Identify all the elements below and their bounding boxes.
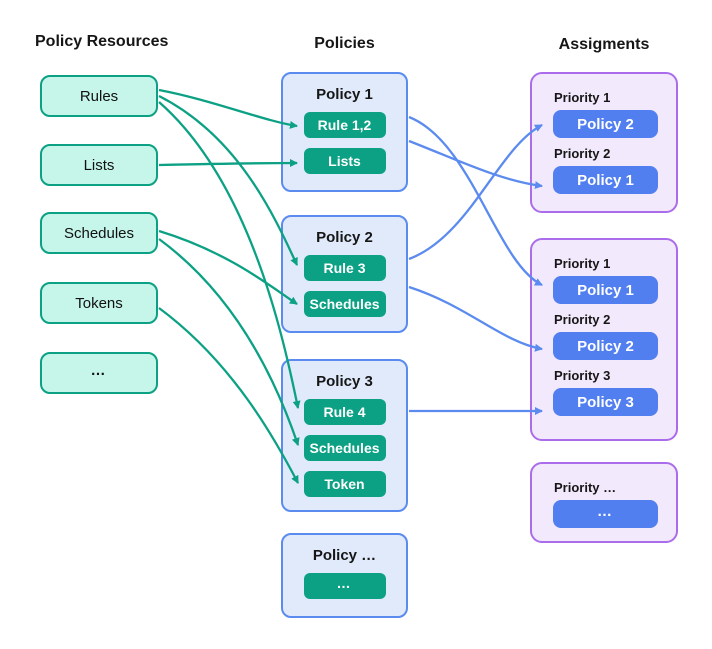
arrow-lists-to-policy1-lists: [158, 159, 298, 168]
priority-label: Priority 3: [554, 368, 611, 383]
arrow-rules-to-policy2-rule3: [158, 94, 299, 266]
assignment-box-2: Priority 1 Policy 1 Priority 2 Policy 2 …: [530, 238, 678, 441]
assigned-policy-more: …: [553, 500, 658, 528]
policy-box-more: Policy … …: [281, 533, 408, 618]
arrow-schedules-to-policy2-schedules: [158, 229, 298, 305]
assignment-box-more: Priority … …: [530, 462, 678, 543]
resource-label: Rules: [79, 87, 119, 105]
assigned-policy-2: Policy 2: [553, 332, 658, 360]
ellipsis-label: …: [597, 502, 614, 520]
policy-box-3: Policy 3 Rule 4 Schedules Token: [281, 359, 408, 512]
policy-item-more: …: [303, 573, 386, 599]
policy-title: Policy …: [312, 547, 377, 564]
policy-title: Policy 3: [316, 373, 373, 390]
policy-item-lists: Lists: [303, 148, 386, 174]
assigned-policy-1: Policy 1: [553, 166, 658, 194]
header-policies: Policies: [314, 35, 375, 52]
header-policy-resources: Policy Resources: [35, 33, 169, 50]
policy-item-rule-1-2: Rule 1,2: [303, 112, 386, 138]
priority-label: Priority 2: [554, 146, 611, 161]
ellipsis-label: …: [336, 575, 353, 591]
resource-label: Tokens: [75, 294, 123, 312]
resource-box-more: …: [40, 352, 158, 394]
priority-label: Priority 1: [554, 256, 611, 271]
policy-item-rule-4: Rule 4: [303, 399, 386, 425]
policy-box-2: Policy 2 Rule 3 Schedules: [281, 215, 408, 333]
policy-item-token: Token: [303, 471, 386, 497]
header-assignments: Assigments: [558, 36, 650, 53]
resource-box-rules: Rules: [40, 75, 158, 117]
policy-title: Policy 2: [316, 229, 373, 246]
arrow-schedules-to-policy3-schedules: [158, 238, 300, 446]
resource-label: Schedules: [63, 224, 135, 242]
arrow-rules-to-policy3-rule4: [158, 101, 301, 409]
arrow-policy1-to-assign2-policy1: [408, 115, 543, 287]
resource-label: Lists: [83, 156, 115, 174]
assigned-policy-1: Policy 1: [553, 276, 658, 304]
arrow-policy2-to-assign2-policy2: [408, 285, 543, 352]
policy-box-1: Policy 1 Rule 1,2 Lists: [281, 72, 408, 192]
arrow-tokens-to-policy3-token: [158, 307, 300, 484]
arrow-policy1-to-assign1-policy1: [408, 139, 543, 190]
priority-label: Priority …: [554, 480, 617, 495]
assigned-policy-2: Policy 2: [553, 110, 658, 138]
ellipsis-label: …: [90, 361, 108, 379]
assignment-box-1: Priority 1 Policy 2 Priority 2 Policy 1: [530, 72, 678, 213]
resource-box-schedules: Schedules: [40, 212, 158, 254]
policy-item-schedules: Schedules: [303, 435, 386, 461]
arrow-rules-to-policy1-rule12: [158, 88, 298, 129]
resource-box-lists: Lists: [40, 144, 158, 186]
assigned-policy-3: Policy 3: [553, 388, 658, 416]
policy-item-schedules: Schedules: [303, 291, 386, 317]
resource-box-tokens: Tokens: [40, 282, 158, 324]
policy-title: Policy 1: [316, 86, 373, 103]
policy-item-rule-3: Rule 3: [303, 255, 386, 281]
arrow-policy2-to-assign1-policy2: [408, 123, 543, 261]
priority-label: Priority 1: [554, 90, 611, 105]
priority-label: Priority 2: [554, 312, 611, 327]
